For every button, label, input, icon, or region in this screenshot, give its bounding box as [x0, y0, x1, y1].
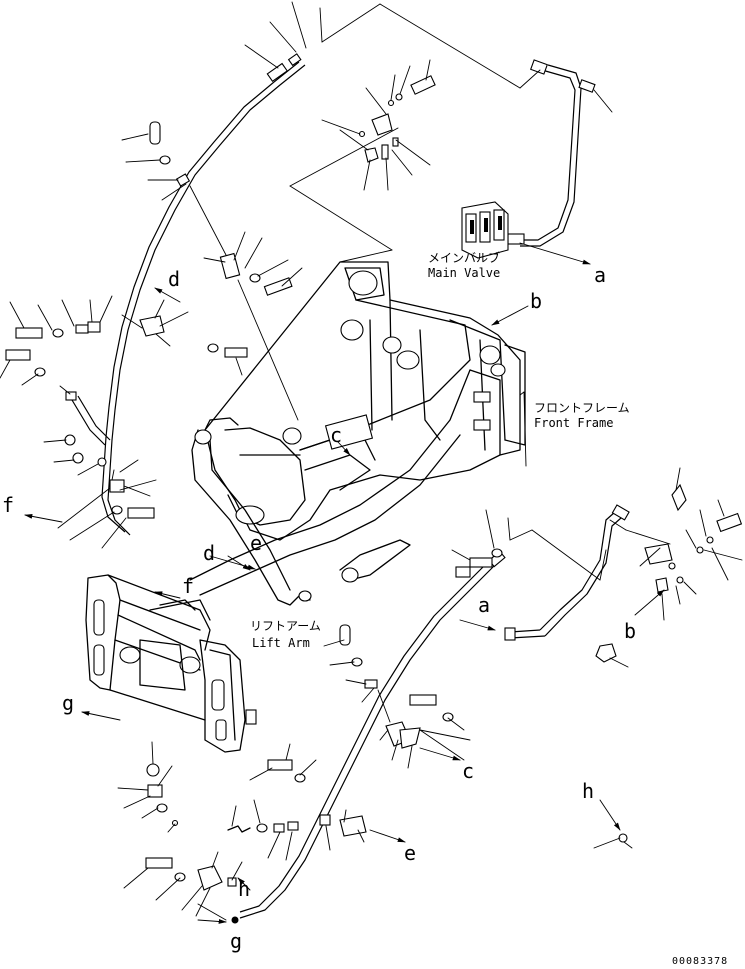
ref-b-frame: b — [530, 289, 542, 313]
leader-lines — [0, 1, 743, 921]
ref-c-lower: c — [462, 759, 474, 783]
reference-arrows — [24, 242, 665, 924]
text-labels: メインバルブ Main Valve フロントフレーム Front Frame リ… — [250, 250, 728, 967]
pipe-right-lower — [504, 504, 630, 641]
lift-arm-label-jp: リフトアーム — [250, 619, 321, 633]
ref-c-frame: c — [330, 423, 342, 447]
ref-h-bottom: h — [238, 877, 250, 901]
main-valve — [461, 201, 509, 259]
ref-g-bracket: g — [62, 691, 74, 715]
ref-h-right: h — [582, 779, 594, 803]
ref-f-left: f — [2, 493, 14, 517]
ref-d-upper: d — [168, 267, 180, 291]
main-valve-label-jp: メインバルブ — [428, 250, 500, 265]
ref-a-pipe: a — [478, 593, 490, 617]
ref-e-arm: e — [250, 531, 262, 555]
small-parts — [5, 75, 743, 924]
pipe-to-main-valve — [507, 59, 596, 247]
ref-g-bottom: g — [230, 929, 242, 953]
hose-right — [239, 550, 506, 919]
reference-letters: a b c d d e f f g a b c e h h g — [2, 263, 636, 953]
ref-f-arm: f — [182, 574, 194, 598]
main-valve-label-en: Main Valve — [428, 266, 500, 280]
front-frame-label-en: Front Frame — [534, 416, 613, 430]
lift-arm-label-en: Lift Arm — [252, 636, 310, 650]
front-frame-label-jp: フロントフレーム — [534, 401, 630, 415]
ref-e-lower: e — [404, 841, 416, 865]
hose-left — [71, 53, 306, 536]
front-frame — [204, 261, 526, 541]
lift-arm — [189, 369, 471, 606]
coupler-bracket — [85, 574, 257, 753]
drawing-number: 00083378 — [672, 956, 728, 967]
ref-b-right: b — [624, 619, 636, 643]
ref-a-main-valve: a — [594, 263, 606, 287]
ref-d-lower: d — [203, 541, 215, 565]
